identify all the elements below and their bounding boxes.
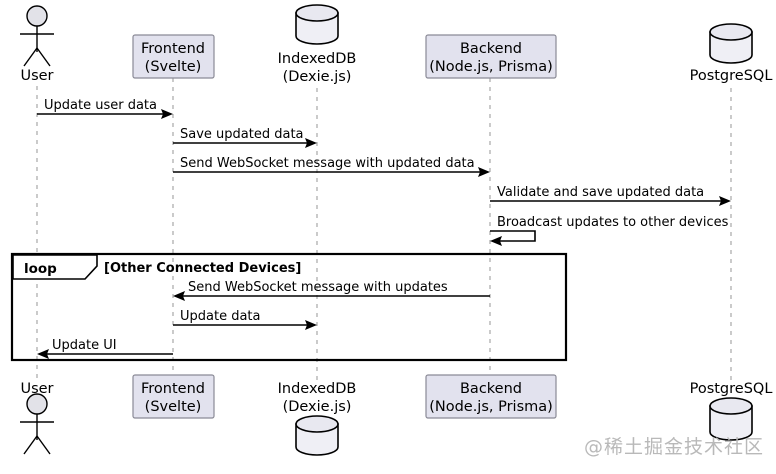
actor-head-icon (26, 393, 48, 415)
message-label: Update user data (44, 98, 157, 113)
participant-label-indexeddb-top-line1: IndexedDB (278, 51, 357, 67)
message-save-updated-data[interactable]: Save updated data (173, 127, 317, 148)
arrow-head-icon (37, 349, 49, 359)
participant-label-backend-bottom-line2: (Node.js, Prisma) (429, 399, 553, 415)
arrow-head-icon (719, 196, 731, 206)
message-label: Update data (180, 309, 261, 324)
message-update-ui[interactable]: Update UI (37, 338, 173, 359)
message-self-line (490, 230, 536, 242)
participant-label-postgresql-bottom: PostgreSQL (690, 381, 773, 397)
participant-backend-top[interactable]: Backend (Node.js, Prisma) (425, 34, 557, 79)
fragment-loop-other-connected-devices[interactable]: loop [Other Connected Devices] (10, 252, 568, 362)
message-label: Save updated data (180, 127, 304, 142)
arrow-head-icon (161, 109, 173, 119)
participant-indexeddb-top[interactable]: IndexedDB (Dexie.js) (278, 4, 357, 85)
participant-label-frontend-top-line1: Frontend (141, 41, 205, 57)
loop-fragment-border (10, 252, 568, 362)
participant-box-backend-bottom (425, 374, 557, 419)
actor-head-icon (26, 5, 48, 27)
database-cylinder-top-icon (709, 23, 753, 41)
arrow-head-icon (478, 167, 490, 177)
participant-label-frontend-top-line2: (Svelte) (145, 59, 202, 75)
message-broadcast-updates-to-other-devices[interactable]: Broadcast updates to other devices (490, 215, 729, 246)
loop-keyword-label: loop (24, 261, 57, 277)
actor-leg-right-icon (36, 47, 51, 67)
arrow-head-icon (305, 320, 317, 330)
participant-label-frontend-bottom-line1: Frontend (141, 381, 205, 397)
participant-user-top[interactable]: User (20, 5, 54, 84)
actor-leg-left-icon (23, 47, 38, 67)
watermark-text: @稀土掘金技术社区 (584, 436, 765, 458)
participant-postgresql-top[interactable]: PostgreSQL (690, 23, 773, 84)
participant-label-indexeddb-top-line2: (Dexie.js) (283, 69, 352, 85)
message-send-websocket-message-with-updated-data[interactable]: Send WebSocket message with updated data (173, 156, 490, 177)
lifelines-group (36, 78, 732, 382)
database-cylinder-body-icon (709, 405, 753, 441)
message-label: Update UI (52, 338, 117, 353)
participant-label-frontend-bottom-line2: (Svelte) (145, 399, 202, 415)
participant-indexeddb-bottom[interactable]: IndexedDB (Dexie.js) (278, 381, 357, 456)
participant-label-user-top: User (20, 68, 53, 84)
participant-label-backend-bottom-line1: Backend (460, 381, 522, 397)
arrow-head-icon (305, 138, 317, 148)
arrow-head-icon (490, 236, 502, 246)
message-update-user-data[interactable]: Update user data (37, 98, 173, 119)
message-update-data[interactable]: Update data (173, 309, 317, 330)
participant-frontend-bottom[interactable]: Frontend (Svelte) (132, 374, 215, 419)
database-cylinder-top-icon (709, 397, 753, 415)
participant-label-indexeddb-bottom-line1: IndexedDB (278, 381, 357, 397)
arrow-head-icon (173, 291, 185, 301)
database-cylinder-top-icon (295, 4, 339, 22)
participant-backend-bottom[interactable]: Backend (Node.js, Prisma) (425, 374, 557, 419)
loop-fragment-tab (12, 254, 98, 280)
participant-label-user-bottom: User (20, 381, 53, 397)
participant-postgresql-bottom[interactable]: PostgreSQL (690, 381, 773, 441)
participant-label-indexeddb-bottom-line2: (Dexie.js) (283, 399, 352, 415)
participant-box-backend-top (425, 34, 557, 79)
participant-label-backend-top-line1: Backend (460, 41, 522, 57)
message-send-websocket-message-with-updates[interactable]: Send WebSocket message with updates (173, 280, 490, 301)
participant-box-frontend-bottom (132, 374, 215, 419)
participant-label-backend-top-line2: (Node.js, Prisma) (429, 59, 553, 75)
participant-label-postgresql-top: PostgreSQL (690, 68, 773, 84)
message-label: Send WebSocket message with updates (188, 280, 448, 295)
participant-box-frontend-top (132, 34, 215, 79)
participant-user-bottom[interactable]: User (20, 381, 54, 455)
actor-leg-right-icon (36, 435, 51, 455)
message-label: Validate and save updated data (497, 185, 704, 200)
database-cylinder-top-icon (295, 415, 339, 433)
message-label: Send WebSocket message with updated data (180, 156, 475, 171)
loop-guard-label: [Other Connected Devices] (104, 261, 301, 276)
actor-leg-left-icon (23, 435, 38, 455)
participant-frontend-top[interactable]: Frontend (Svelte) (132, 34, 215, 79)
message-validate-and-save-updated-data[interactable]: Validate and save updated data (490, 185, 731, 206)
message-label: Broadcast updates to other devices (497, 215, 729, 230)
